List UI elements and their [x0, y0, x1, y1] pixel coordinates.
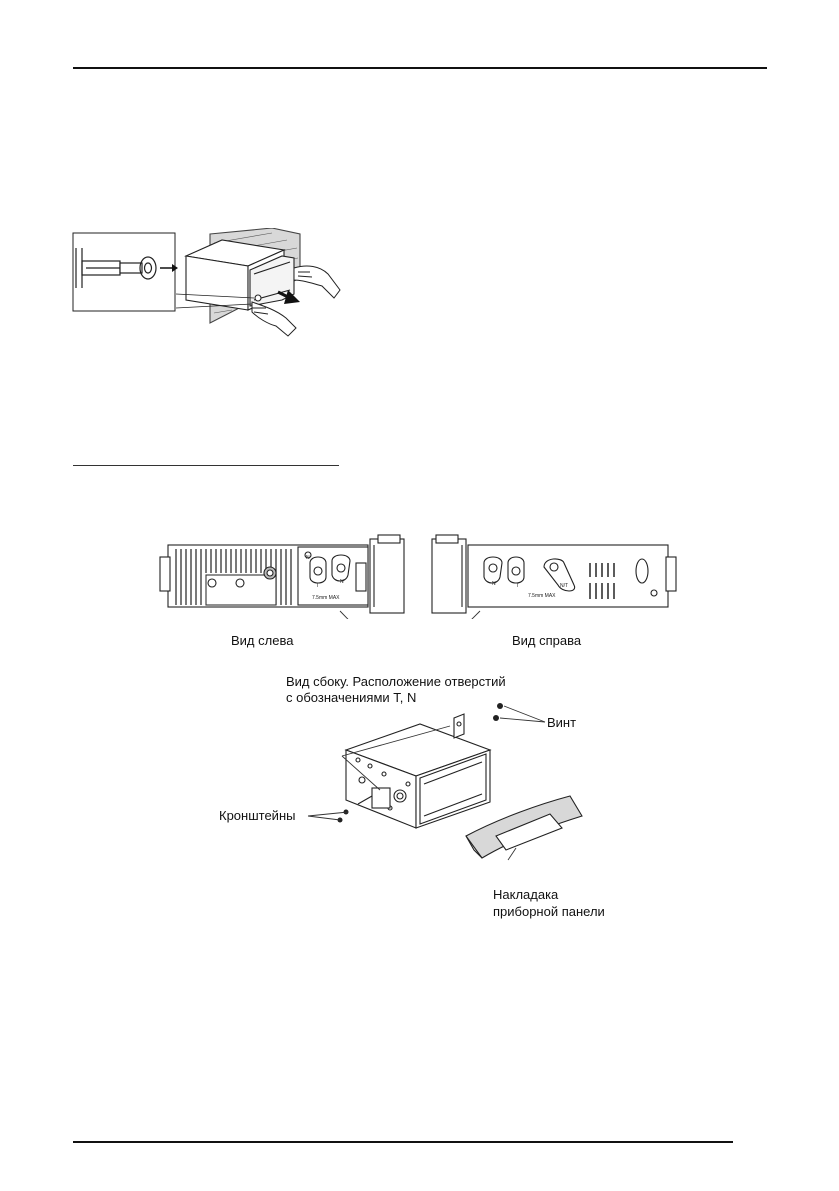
- pull-arrow-icon: [277, 290, 300, 304]
- left-n-mark: N: [340, 579, 344, 585]
- right-t-mark: T: [516, 583, 519, 589]
- left-n-top-mark: N: [306, 555, 310, 561]
- radio-unit-drawing: [184, 228, 301, 324]
- left-max-mark: 7.5mm MAX: [312, 595, 340, 601]
- mounting-illustration: [307, 703, 583, 861]
- right-nt-mark: N/T: [560, 583, 568, 589]
- side-views-illustration: N T N 7.5mm MAX N T N/T 7.5mm MAX: [159, 534, 677, 619]
- radio-body-drawing: [344, 713, 492, 829]
- trim-panel-drawing: [465, 795, 583, 861]
- trim-label-line1: Накладака: [493, 887, 559, 902]
- removal-keys-illustration: [72, 228, 341, 337]
- side-view-caption-line2: с обозначениями T, N: [286, 690, 417, 705]
- arrow-right-icon: [160, 264, 178, 272]
- footer-rule: [73, 1141, 733, 1143]
- left-side-view: [159, 534, 405, 614]
- brackets-label: Кронштейны: [219, 808, 296, 823]
- side-view-caption-line1: Вид сбоку. Расположение отверстий: [286, 674, 506, 689]
- section-rule: [73, 465, 339, 466]
- hand-left-icon: [251, 301, 297, 337]
- right-side-view: [431, 534, 677, 614]
- trim-label-line2: приборной панели: [493, 904, 605, 919]
- right-n-mark: N: [492, 581, 496, 587]
- right-view-label: Вид справа: [512, 633, 582, 648]
- header-rule: [73, 67, 767, 69]
- hand-right-icon: [293, 265, 341, 299]
- right-max-mark: 7.5mm MAX: [528, 593, 556, 599]
- screw-label: Винт: [547, 715, 577, 730]
- left-t-mark: T: [316, 583, 319, 589]
- removal-key-icon: [75, 248, 157, 288]
- left-view-label: Вид слева: [231, 633, 294, 648]
